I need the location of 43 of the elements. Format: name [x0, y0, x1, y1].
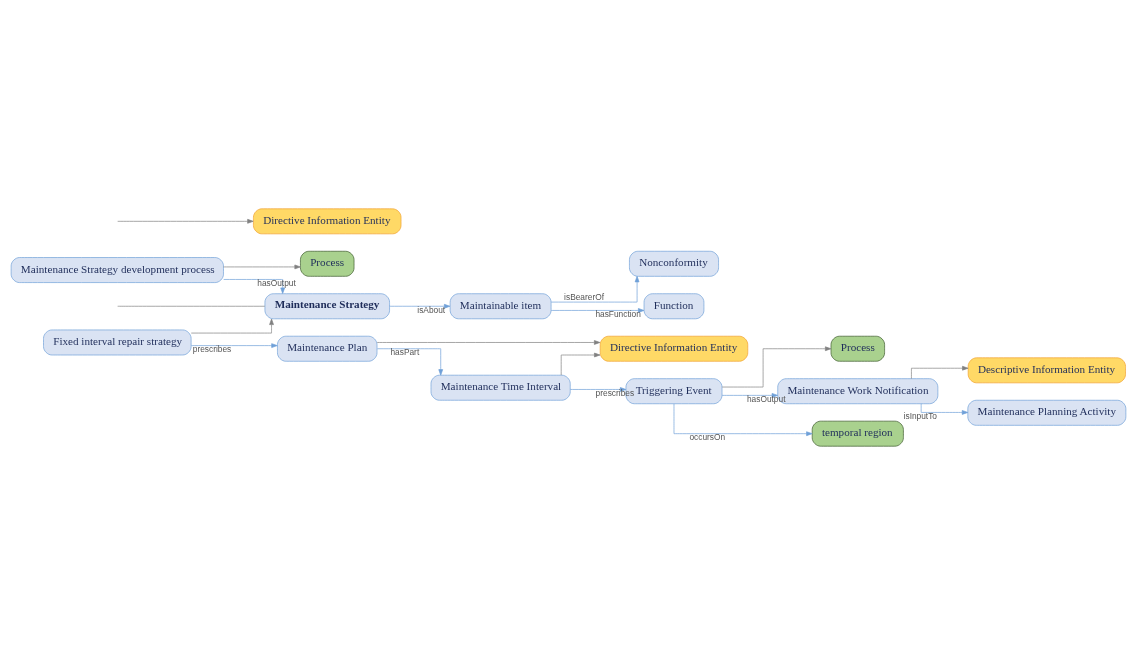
node-box: Fixed interval repair strategy — [43, 329, 192, 355]
node-box: Descriptive Information Entity — [967, 356, 1126, 383]
edge-label: isInputTo — [903, 410, 938, 421]
arrow — [191, 342, 278, 348]
arrow — [550, 307, 645, 313]
node-box: Maintenance Planning Activity — [967, 399, 1127, 426]
node-box: Directive Information Entity — [253, 207, 402, 234]
node-box: Maintenance Strategy — [264, 292, 390, 319]
edge-label: isAbout — [417, 304, 446, 315]
node-box: Maintenance Plan — [277, 335, 378, 362]
arrow — [920, 402, 969, 415]
node-box: Function — [643, 292, 705, 319]
node-box: temporal region — [811, 420, 904, 447]
arrow — [389, 303, 451, 309]
arrow — [911, 365, 969, 379]
edge-label: hasOutput — [746, 393, 786, 404]
arrow — [560, 352, 601, 376]
node-box: Process — [830, 335, 885, 362]
edge-label: occursOn — [689, 431, 726, 442]
arrow — [223, 278, 285, 294]
arrow — [190, 318, 274, 333]
arrow — [376, 339, 601, 345]
node-box: Nonconformity — [629, 250, 719, 277]
node-box: Maintenance Time Interval — [430, 374, 571, 401]
node-box: Process — [300, 250, 355, 277]
arrow — [721, 345, 832, 387]
node-box: Directive Information Entity — [599, 335, 749, 362]
edge-label: prescribes — [192, 343, 232, 354]
edge-label: hasOutput — [257, 277, 296, 288]
arrow — [673, 403, 813, 436]
edge-label: hasPart — [390, 346, 420, 357]
edge-label: isBearerOf — [564, 291, 605, 302]
connector — [117, 305, 266, 307]
arrow — [570, 386, 627, 392]
arrow — [223, 264, 301, 269]
edge-label: prescribes — [595, 387, 635, 398]
arrow — [377, 347, 444, 376]
edge-label: hasFunction — [595, 308, 641, 319]
arrow — [117, 218, 254, 224]
node-box: Maintainable item — [449, 292, 552, 319]
arrow — [721, 392, 778, 398]
node-box: Maintenance Strategy development process — [10, 256, 224, 283]
arrow — [550, 275, 640, 302]
